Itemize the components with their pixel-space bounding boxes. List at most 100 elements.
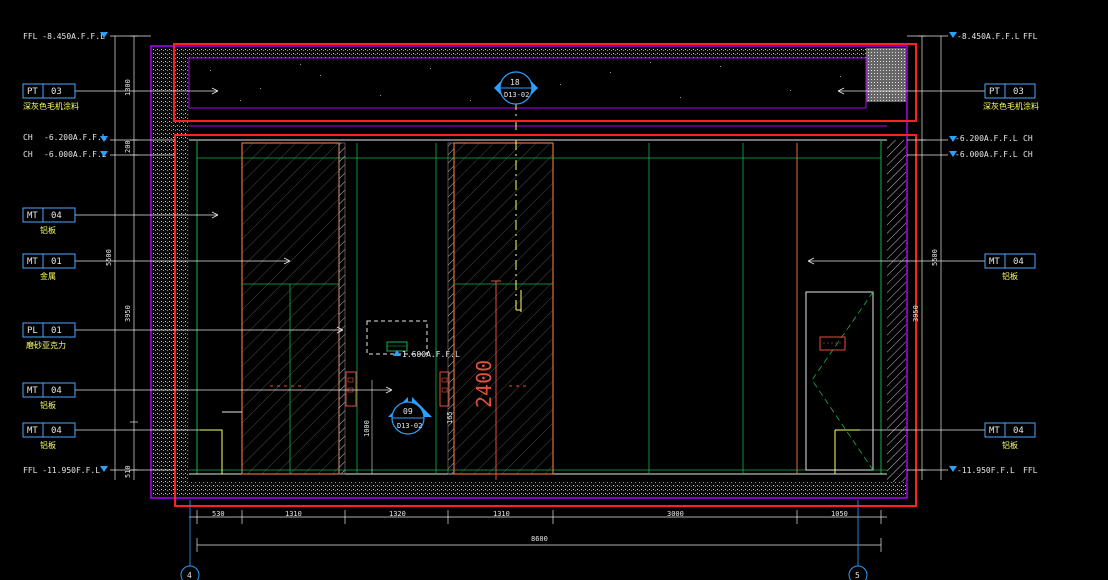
highlight-frame-wall — [174, 134, 917, 507]
wall-right-column — [866, 48, 906, 102]
vdim-left-5: 1000 — [363, 420, 371, 437]
glass-panel-1 — [241, 142, 340, 475]
tag-left-3: MT 01 金属 — [22, 253, 76, 281]
vdim-right-1: 5500 — [931, 249, 939, 266]
callout-bottom-number: 09 — [403, 407, 413, 416]
vertical-dims-right: 5500 3950 — [912, 249, 939, 322]
vdim-left-2: 200 — [124, 140, 132, 153]
tag-right-1: PT 03 深灰色毛机涂料 — [983, 83, 1039, 111]
switch-plate-2 — [439, 371, 450, 407]
tag-left-4: PL 01 磨砂亚克力 — [22, 322, 76, 350]
bottom-dims: 530 1310 1320 1310 3000 1050 8600 — [212, 510, 848, 543]
tag-left-5-desc: 铝板 — [40, 400, 56, 410]
tag-left-6-num: 04 — [51, 426, 62, 436]
level-right-bottom: -11.950F.F.L — [957, 466, 1015, 475]
tag-right-1-code: PT — [989, 87, 1000, 97]
level-right-ch1: -6.200A.F.F.L — [955, 134, 1018, 143]
bottom-dimension-lines — [189, 510, 887, 552]
wall-structure — [150, 45, 908, 499]
hdim-1: 530 — [212, 510, 225, 518]
grid-bubble-4: 4 — [180, 565, 200, 580]
vdim-left-4: 3950 — [124, 305, 132, 322]
tag-right-3-code: MT — [989, 426, 1000, 436]
tag-left-2-num: 04 — [51, 211, 62, 221]
level-ch-label-2: CH — [23, 150, 33, 159]
tag-left-6-desc: 铝板 — [40, 440, 56, 450]
level-ch-value-2: -6.000A.F.F.L — [44, 150, 107, 159]
glass-panel-2 — [453, 142, 554, 475]
tag-left-5: MT 04 铝板 — [22, 382, 76, 410]
vertical-dims-left: 1300 200 5500 3950 1000 510 — [105, 79, 371, 478]
hdim-4: 1310 — [493, 510, 510, 518]
tag-left-4-num: 01 — [51, 326, 62, 336]
grid-lines — [189, 500, 859, 566]
left-levels: FFL -8.450A.F.F.L CH -6.200A.F.F.L CH -6… — [23, 32, 107, 475]
grid-label-4: 4 — [187, 571, 192, 580]
wall-right-hatch — [887, 140, 906, 482]
switch-plate-1 — [345, 371, 357, 407]
height-annotation: 2400 — [472, 360, 496, 408]
tag-left-3-code: MT — [27, 257, 38, 267]
level-right-ffl-top: FFL — [1023, 32, 1038, 41]
leader-lines — [75, 87, 985, 431]
vdim-right-2: 3950 — [912, 305, 920, 322]
level-ffl-top: FFL -8.450A.F.F.L — [23, 32, 105, 41]
tag-right-2-desc: 铝板 — [1002, 271, 1018, 281]
tag-left-1-code: PT — [27, 87, 38, 97]
level-ffl-bottom: FFL -11.950F.F.L — [23, 466, 100, 475]
level-right-ffl-bottom: FFL — [1023, 466, 1038, 475]
grid-label-5: 5 — [855, 571, 860, 580]
tag-left-4-code: PL — [27, 326, 38, 336]
service-door — [805, 291, 874, 471]
hdim-5: 3000 — [667, 510, 684, 518]
tag-right-2-code: MT — [989, 257, 1000, 267]
hdim-6: 1050 — [831, 510, 848, 518]
callout-top-number: 18 — [510, 78, 520, 87]
tag-left-6: MT 04 铝板 — [22, 422, 76, 450]
tag-left-1-num: 03 — [51, 87, 62, 97]
tag-left-2-code: MT — [27, 211, 38, 221]
vdim-left-6: 510 — [124, 465, 132, 478]
level-right-top: -8.450A.F.F.L — [957, 32, 1020, 41]
section-callout-bottom: 09 D13-02 — [388, 397, 432, 435]
level-ch-value-1: -6.200A.F.F.L — [44, 133, 107, 142]
wall-outer — [150, 45, 908, 499]
tag-right-1-desc: 深灰色毛机涂料 — [983, 101, 1039, 111]
interior-elevation — [189, 100, 887, 480]
tag-right-3: MT 04 铝板 — [984, 422, 1036, 450]
wall-left-hatch — [152, 47, 189, 497]
level-right-ch2: -6.000A.F.F.L — [955, 150, 1018, 159]
material-tags-right: PT 03 深灰色毛机涂料 MT 04 铝板 MT 04 铝板 — [983, 83, 1039, 450]
right-level-markers — [949, 32, 957, 472]
level-tag-annotation: 1.600A.F.F.L — [402, 350, 460, 359]
level-right-ch-label-1: CH — [1023, 134, 1033, 143]
hdim-2: 1310 — [285, 510, 302, 518]
tag-left-1-desc: 深灰色毛机涂料 — [23, 101, 79, 111]
section-callout-top: 18 D13-02 — [494, 71, 538, 105]
vertical-dimension-lines — [114, 35, 942, 480]
tag-right-3-desc: 铝板 — [1002, 440, 1018, 450]
callout-bottom-ref: D13-02 — [397, 422, 422, 430]
tag-left-3-desc: 金属 — [40, 271, 56, 281]
tag-left-5-num: 04 — [51, 386, 62, 396]
tag-right-3-num: 04 — [1013, 426, 1024, 436]
tag-right-2-num: 04 — [1013, 257, 1024, 267]
tag-left-5-code: MT — [27, 386, 38, 396]
ceiling-texture — [210, 62, 841, 101]
highlight-frame-ceiling — [173, 43, 917, 122]
level-tag-marker — [393, 350, 401, 356]
tag-right-2: MT 04 铝板 — [984, 253, 1036, 281]
level-right-ch-label-2: CH — [1023, 150, 1033, 159]
grid-bubble-5: 5 — [848, 565, 868, 580]
small-dim-annotation: 165 — [446, 411, 454, 424]
callout-top-ref: D13-02 — [504, 91, 529, 99]
tag-left-3-num: 01 — [51, 257, 62, 267]
tag-right-1-num: 03 — [1013, 87, 1024, 97]
level-ch-label-1: CH — [23, 133, 33, 142]
ceiling-band — [188, 57, 867, 109]
right-levels: -8.450A.F.F.L FFL -6.200A.F.F.L CH -6.00… — [955, 32, 1038, 475]
tag-left-6-code: MT — [27, 426, 38, 436]
material-tags-left: PT 03 深灰色毛机涂料 MT 04 铝板 MT 01 金属 PL 01 磨砂… — [22, 83, 79, 450]
wall-bottom-hatch — [152, 482, 906, 497]
